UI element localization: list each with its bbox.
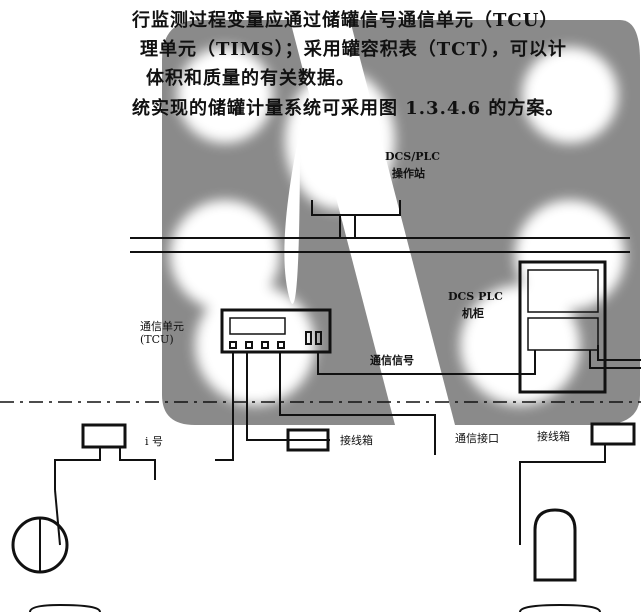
- paragraph-line-2: 理单元（TIMS）；采用罐容积表（TCT），可以计: [140, 39, 567, 60]
- junction-box-label-2: 接线箱: [537, 430, 570, 443]
- tcu-sublabel: (TCU): [140, 333, 174, 346]
- diagram-lines: [0, 200, 641, 613]
- cabinet-label: DCS PLC: [448, 290, 503, 303]
- tcu-label: 通信单元: [140, 320, 184, 333]
- signal-label-left: i 号: [145, 435, 164, 448]
- cabinet-sublabel: 机柜: [462, 307, 484, 320]
- comm-signal-label: 通信信号: [370, 354, 414, 367]
- comm-interface-label: 通信接口: [455, 432, 499, 445]
- operator-station-sublabel: 操作站: [392, 167, 425, 180]
- junction-box-label-1: 接线箱: [340, 434, 373, 447]
- paragraph-line-4: 统实现的储罐计量系统可采用图 1.3.4.6 的方案。: [132, 98, 565, 119]
- paragraph-line-1: 行监测过程变量应通过储罐信号通信单元（TCU）: [132, 10, 559, 31]
- paragraph-line-3: 体积和质量的有关数据。: [146, 68, 355, 89]
- operator-station-label: DCS/PLC: [385, 150, 441, 163]
